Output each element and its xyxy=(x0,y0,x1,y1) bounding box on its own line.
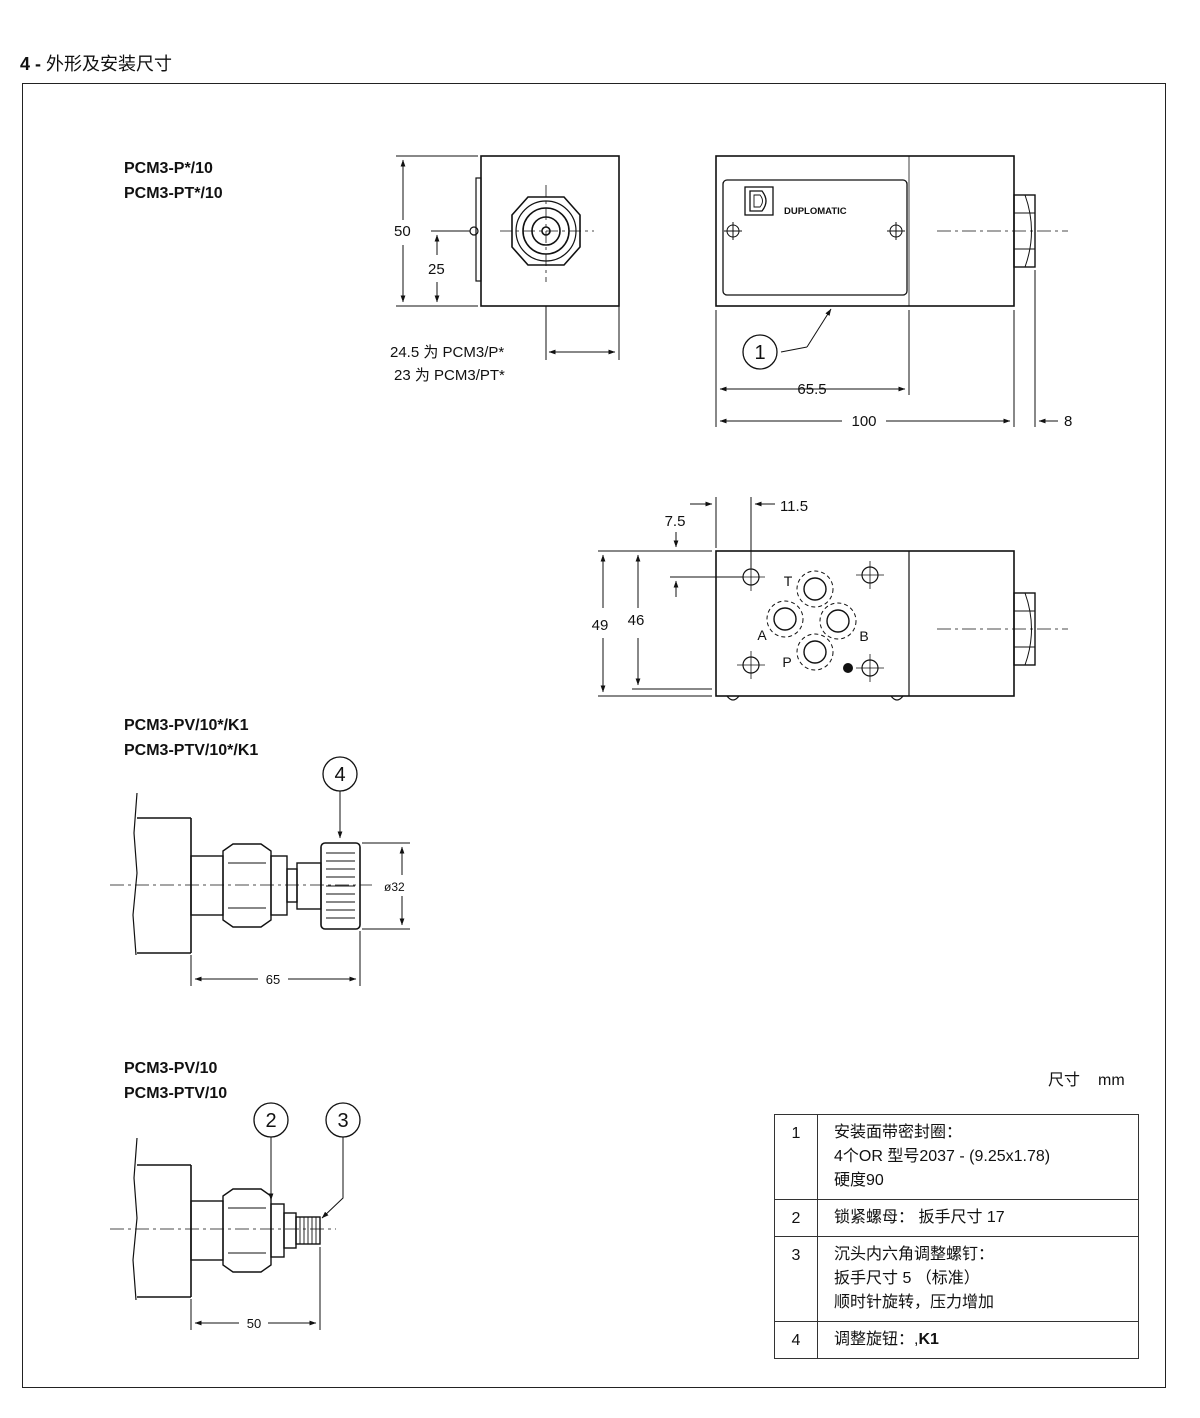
legend-number: 1 xyxy=(774,1114,818,1200)
legend-number: 4 xyxy=(774,1321,818,1359)
callout-2: 2 xyxy=(253,1102,289,1138)
dim-11-5: 11.5 xyxy=(780,498,808,515)
knob-version-view xyxy=(110,791,410,986)
legend-table: 1 安装面带密封圈： 4个OR 型号2037 - (9.25x1.78) 硬度9… xyxy=(774,1114,1139,1359)
adjusting-knob xyxy=(320,842,361,930)
brand-name: DUPLOMATIC xyxy=(784,206,847,217)
dim-50: 50 xyxy=(394,223,411,240)
legend-row: 2 锁紧螺母： 扳手尺寸 17 xyxy=(774,1199,1139,1237)
drawing-frame xyxy=(22,83,1166,1388)
dim-50-screw: 50 xyxy=(247,1316,261,1331)
legend-code: K1 xyxy=(918,1331,939,1348)
legend-number: 2 xyxy=(774,1199,818,1237)
model-label-top: PCM3-P*/10 PCM3-PT*/10 xyxy=(124,156,223,206)
model-ptv: PCM3-PTV/10 xyxy=(124,1085,228,1102)
legend-number: 3 xyxy=(774,1236,818,1322)
screw-version-view xyxy=(110,1137,344,1330)
legend-line: 调整旋钮：, xyxy=(834,1331,919,1348)
svg-text:1: 1 xyxy=(754,342,765,364)
svg-text:4: 4 xyxy=(334,764,345,786)
model-pt: PCM3-PT*/10 xyxy=(124,185,223,202)
legend-row: 1 安装面带密封圈： 4个OR 型号2037 - (9.25x1.78) 硬度9… xyxy=(774,1114,1139,1200)
side-view-hex-nut xyxy=(511,196,581,266)
model-pv-k1: PCM3-PV/10*/K1 xyxy=(124,717,249,734)
section-number: 4 - xyxy=(20,54,42,74)
model-p: PCM3-P*/10 xyxy=(124,160,213,177)
dim-49: 49 xyxy=(592,617,609,634)
section-title: 4 - 外形及安装尺寸 xyxy=(20,50,172,76)
units-label: 尺寸 xyxy=(1048,1072,1081,1089)
dim-100: 100 xyxy=(851,413,876,430)
legend-description: 安装面带密封圈： 4个OR 型号2037 - (9.25x1.78) 硬度90 xyxy=(817,1114,1139,1200)
port-p-label: P xyxy=(782,654,791,670)
legend-row: 4 调整旋钮：,K1 xyxy=(774,1321,1139,1359)
legend-line: 安装面带密封圈： xyxy=(834,1124,963,1141)
units-value: mm xyxy=(1098,1072,1125,1089)
legend-line: 锁紧螺母： 扳手尺寸 17 xyxy=(834,1209,1005,1226)
port-t-label: T xyxy=(784,573,793,589)
nameplate xyxy=(722,179,908,296)
callout-4: 4 xyxy=(322,756,358,792)
svg-text:3: 3 xyxy=(337,1110,348,1132)
dim-65: 65 xyxy=(266,972,280,987)
legend-row: 3 沉头内六角调整螺钉： 扳手尺寸 5 （标准） 顺时针旋转，压力增加 xyxy=(774,1236,1139,1322)
legend-line: 扳手尺寸 5 （标准） xyxy=(834,1270,980,1287)
dim-7-5: 7.5 xyxy=(665,513,686,530)
legend-description: 沉头内六角调整螺钉： 扳手尺寸 5 （标准） 顺时针旋转，压力增加 xyxy=(817,1236,1139,1322)
callout-1: 1 xyxy=(742,334,778,370)
model-pv: PCM3-PV/10 xyxy=(124,1060,218,1077)
side-view xyxy=(396,155,620,360)
legend-line: 4个OR 型号2037 - (9.25x1.78) xyxy=(834,1148,1051,1165)
mounting-face-view xyxy=(598,497,1068,701)
model-ptv-k1: PCM3-PTV/10*/K1 xyxy=(124,742,259,759)
units-note: 尺寸 mm xyxy=(1048,1066,1125,1090)
ports xyxy=(766,570,857,671)
dim-25: 25 xyxy=(428,261,445,278)
duplomatic-logo xyxy=(744,186,774,216)
port-b-label: B xyxy=(859,628,868,644)
legend-description: 调整旋钮：,K1 xyxy=(817,1321,1139,1359)
svg-text:2: 2 xyxy=(265,1110,276,1132)
model-label-knob: PCM3-PV/10*/K1 PCM3-PTV/10*/K1 xyxy=(124,713,258,763)
dim-knob-diameter: ø32 xyxy=(384,880,405,894)
legend-description: 锁紧螺母： 扳手尺寸 17 xyxy=(817,1199,1139,1237)
top-view xyxy=(715,155,1068,427)
section-heading: 外形及安装尺寸 xyxy=(46,54,173,74)
model-label-screw: PCM3-PV/10 PCM3-PTV/10 xyxy=(124,1056,227,1106)
port-a-label: A xyxy=(757,627,767,643)
dim-8: 8 xyxy=(1064,413,1072,430)
legend-line: 顺时针旋转，压力增加 xyxy=(834,1294,995,1311)
dim-65-5: 65.5 xyxy=(797,381,826,398)
legend-line: 沉头内六角调整螺钉： xyxy=(834,1246,995,1263)
legend-line: 硬度90 xyxy=(834,1172,884,1189)
dim-offset-p: 24.5 为 PCM3/P* xyxy=(390,344,504,361)
dim-46: 46 xyxy=(628,612,645,629)
dim-offset-pt: 23 为 PCM3/PT* xyxy=(394,367,505,384)
callout-3: 3 xyxy=(325,1102,361,1138)
